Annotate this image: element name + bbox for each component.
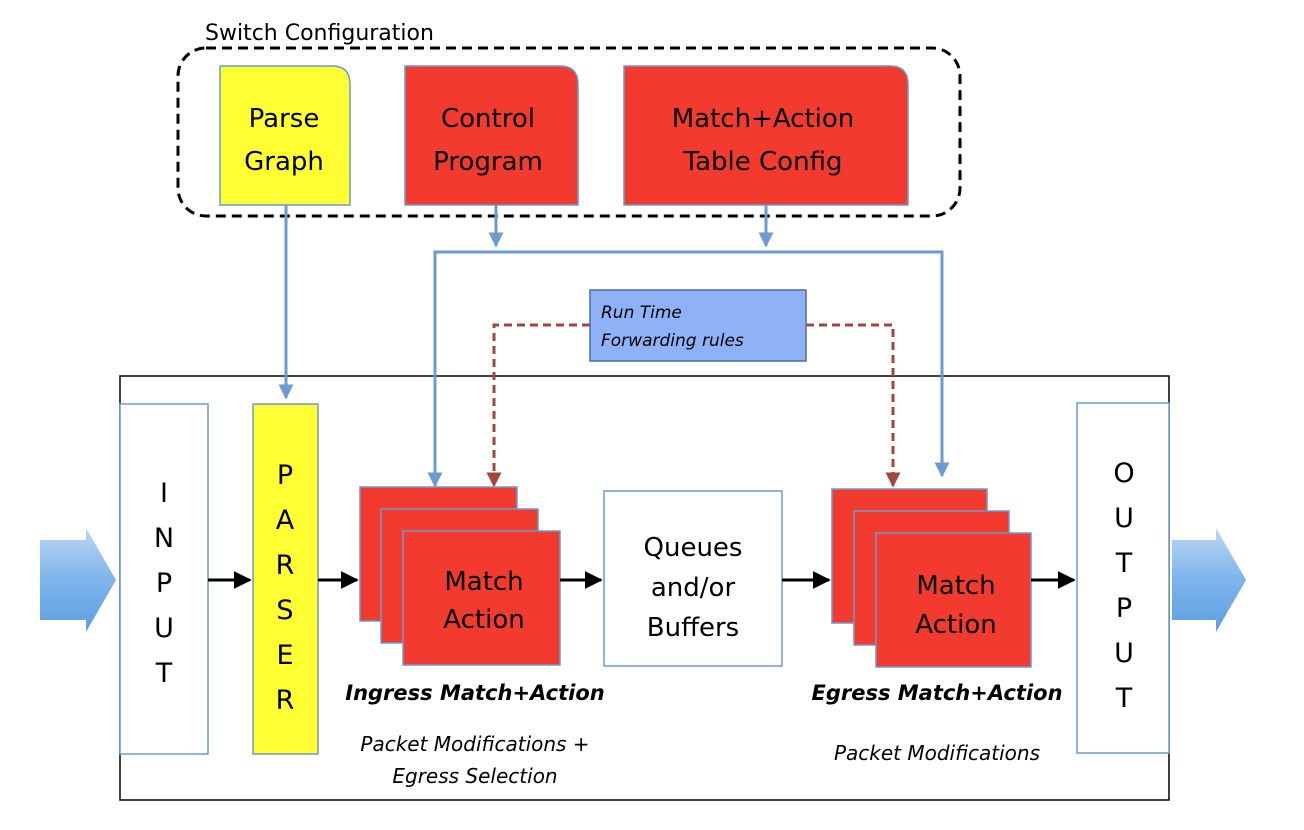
ingress-sublabel-line2: Egress Selection xyxy=(392,764,557,788)
output-letter: T xyxy=(1115,683,1133,714)
table-config-line2: Table Config xyxy=(683,147,843,177)
ingress-block-line2: Action xyxy=(443,605,524,635)
parser-letter: E xyxy=(276,640,293,671)
input-box xyxy=(119,403,209,755)
config-distribution-line xyxy=(433,250,944,486)
egress-sublabel: Packet Modifications xyxy=(834,741,1040,765)
table-config-box xyxy=(623,65,909,206)
runtime-line1: Run Time xyxy=(601,303,682,323)
input-letters: I N P U T xyxy=(154,478,174,689)
input-letter: I xyxy=(160,478,168,509)
egress-match-action-stack: Match Action xyxy=(831,488,1032,668)
table-config-line1: Match+Action xyxy=(672,104,855,134)
output-letter: U xyxy=(1114,638,1134,669)
parse-graph-line2: Graph xyxy=(244,147,324,177)
input-letter: U xyxy=(154,613,174,644)
egress-stage-front xyxy=(875,532,1032,668)
ingress-stage-front xyxy=(402,530,561,666)
runtime-rules-box: Run Time Forwarding rules xyxy=(589,289,807,362)
parser-letter: S xyxy=(276,595,293,626)
egress-label: Egress Match+Action xyxy=(811,681,1062,705)
parser-box xyxy=(252,403,319,755)
runtime-lines xyxy=(486,323,901,488)
runtime-to-egress-line xyxy=(806,323,901,488)
queues-line1: Queues xyxy=(644,533,743,563)
queues-box xyxy=(603,490,783,667)
parser-letters: P A R S E R xyxy=(276,460,295,716)
queues-line2: and/or xyxy=(651,573,736,603)
input-letter: N xyxy=(154,523,174,554)
parser-letter: P xyxy=(277,460,293,491)
egress-block-line1: Match xyxy=(916,571,995,601)
ingress-match-action-stack: Match Action xyxy=(359,486,561,666)
ingress-label: Ingress Match+Action xyxy=(345,681,604,705)
output-letter: O xyxy=(1113,458,1134,489)
egress-block-line2: Action xyxy=(915,610,996,640)
ingress-block-line1: Match xyxy=(444,567,523,597)
switch-configuration-boundary xyxy=(176,46,962,218)
output-letter: U xyxy=(1114,503,1134,534)
output-letter: P xyxy=(1116,593,1132,624)
queues-line3: Buffers xyxy=(647,613,739,643)
control-program-box xyxy=(404,65,579,206)
input-letter: P xyxy=(156,568,172,599)
runtime-line2: Forwarding rules xyxy=(601,331,744,351)
parse-graph-line1: Parse xyxy=(249,104,320,134)
output-letter: T xyxy=(1115,548,1133,579)
output-box xyxy=(1076,402,1170,754)
parser-letter: R xyxy=(276,685,295,716)
switch-configuration-group: Switch Configuration Parse Graph Control… xyxy=(176,21,962,218)
output-letters: O U T P U T xyxy=(1113,458,1134,714)
parser-letter: R xyxy=(276,550,295,581)
parser-letter: A xyxy=(276,505,295,536)
parse-graph-box xyxy=(219,65,351,206)
switch-configuration-title: Switch Configuration xyxy=(205,21,434,46)
input-letter: T xyxy=(155,658,173,689)
ingress-sublabel-line1: Packet Modifications + xyxy=(360,732,589,756)
incoming-packet-arrow xyxy=(40,528,116,632)
outgoing-packet-arrow xyxy=(1172,528,1246,632)
control-program-line1: Control xyxy=(441,104,535,134)
configuration-lines xyxy=(278,205,950,488)
runtime-to-ingress-line xyxy=(486,323,590,488)
control-program-line2: Program xyxy=(433,147,543,177)
